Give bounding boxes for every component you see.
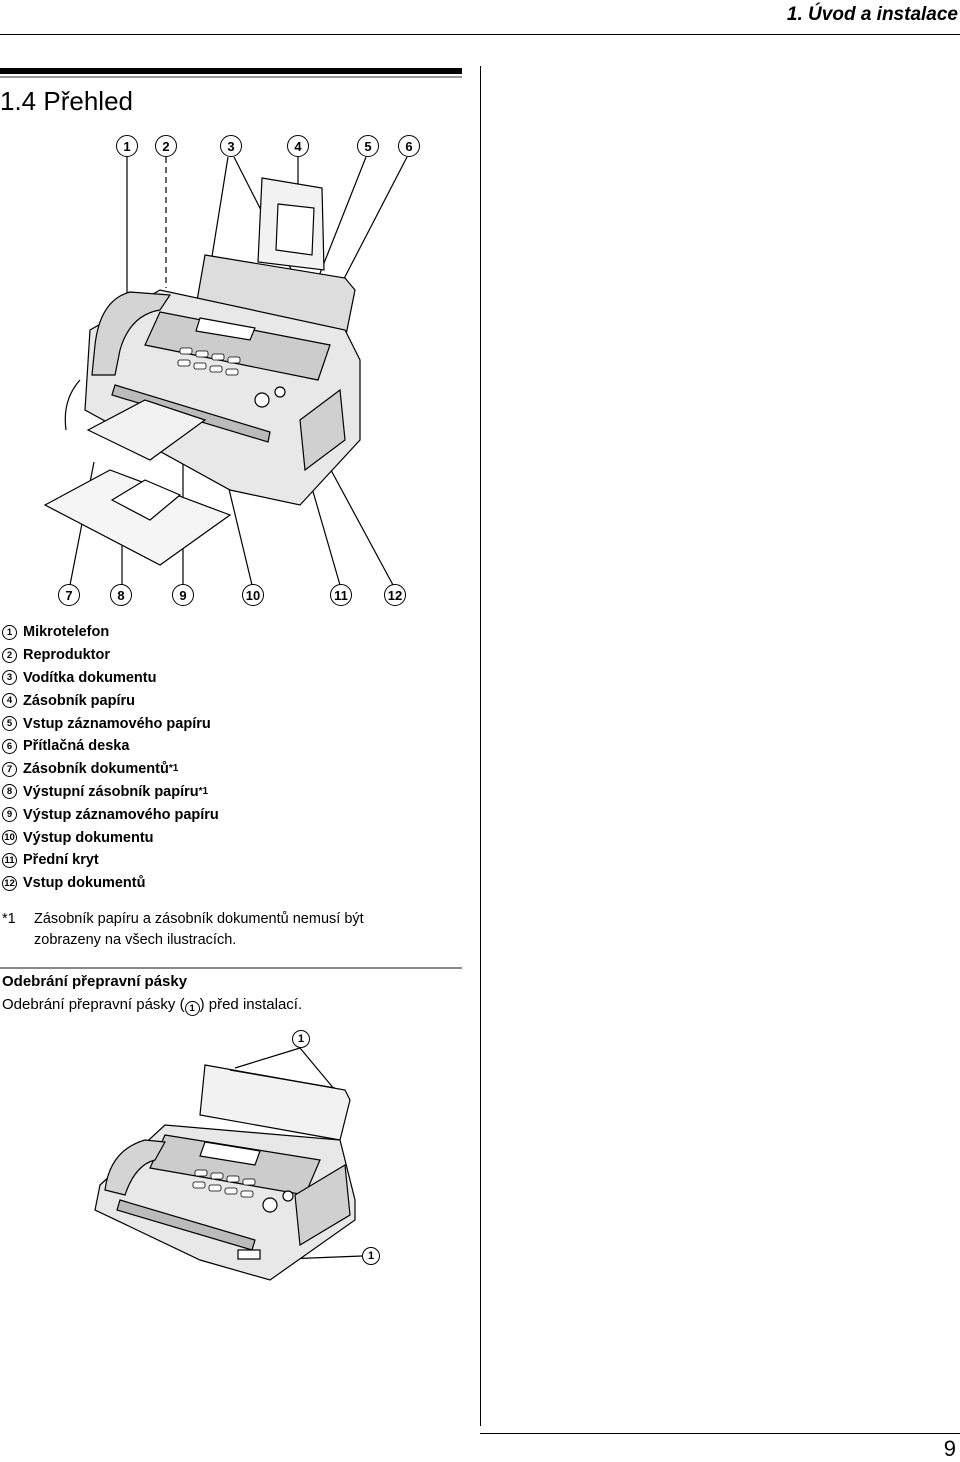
legend-item: 11 Přední kryt (2, 849, 219, 872)
legend-item: 4 Zásobník papíru (2, 689, 219, 712)
callout-10: 10 (242, 584, 264, 606)
legend-label: Reproduktor (23, 647, 110, 664)
legend-number: 6 (2, 738, 17, 754)
legend-number: 2 (2, 647, 17, 663)
callout-8: 8 (110, 584, 132, 606)
legend-label: Vstup dokumentů (23, 875, 146, 892)
legend-item: 10 Výstup dokumentu (2, 826, 219, 849)
fax-machine-tape-illustration (94, 1047, 363, 1281)
callout-12: 12 (384, 584, 406, 606)
legend-number: 7 (2, 761, 17, 777)
callout-11: 11 (330, 584, 352, 606)
legend-item: 12 Vstup dokumentů (2, 872, 219, 895)
callout-tape-top: 1 (292, 1030, 310, 1048)
legend-number: 3 (2, 670, 17, 686)
legend-number: 9 (2, 807, 17, 823)
footnote-line-2: zobrazeny na všech ilustracích. (34, 932, 237, 948)
footnote: *1 Zásobník papíru a zásobník dokumentů … (2, 909, 364, 951)
callout-tape-front: 1 (362, 1247, 380, 1265)
legend-number: 4 (2, 693, 17, 709)
subsection-rule (0, 967, 462, 969)
legend-label: Vodítka dokumentu (23, 669, 157, 686)
legend-label: Vstup záznamového papíru (23, 715, 211, 732)
section-bar (0, 68, 462, 74)
legend-item: 2 Reproduktor (2, 644, 219, 667)
legend-number: 8 (2, 784, 17, 800)
legend-item: 5 Vstup záznamového papíru (2, 712, 219, 735)
legend-item: 9 Výstup záznamového papíru (2, 803, 219, 826)
subsection-title: Odebrání přepravní pásky (2, 973, 188, 990)
legend-number: 10 (2, 830, 17, 846)
chapter-title: 1. Úvod a instalace (786, 4, 958, 25)
legend-label: Zásobník papíru (23, 692, 135, 709)
legend-number: 12 (2, 875, 17, 891)
legend-number: 5 (2, 716, 17, 732)
legend-item: 6 Přítlačná deska (2, 735, 219, 758)
legend-number: 1 (2, 624, 17, 640)
callout-7: 7 (58, 584, 80, 606)
legend-item: 3 Vodítka dokumentu (2, 667, 219, 690)
header-rule (0, 34, 960, 35)
callout-3: 3 (220, 135, 242, 157)
section-title: 1.4 Přehled (0, 86, 133, 116)
legend-label: Výstup záznamového papíru (23, 806, 219, 823)
footer-rule (480, 1433, 960, 1434)
subsection-text: Odebrání přepravní pásky (1) před instal… (2, 996, 302, 1016)
subsection-text-before: Odebrání přepravní pásky ( (2, 996, 185, 1013)
legend-label: Přítlačná deska (23, 738, 130, 755)
legend-item: 1 Mikrotelefon (2, 621, 219, 644)
legend-label: Výstup dokumentu (23, 829, 154, 846)
column-divider (480, 66, 481, 1426)
subsection-ref-number: 1 (184, 1001, 200, 1016)
legend-number: 11 (2, 852, 17, 868)
callout-6: 6 (398, 135, 420, 157)
callout-1: 1 (116, 135, 138, 157)
fax-machine-overview-illustration (43, 156, 408, 586)
footnote-mark: *1 (2, 911, 16, 927)
subsection-text-after: ) před instalací. (199, 996, 303, 1013)
page-number: 9 (943, 1436, 956, 1461)
legend-label: Přední kryt (23, 852, 99, 869)
callout-2: 2 (155, 135, 177, 157)
callout-4: 4 (287, 135, 309, 157)
footnote-line-1: Zásobník papíru a zásobník dokumentů nem… (34, 911, 364, 927)
section-bar-shadow (0, 76, 462, 78)
legend-label: Zásobník dokumentů (23, 761, 169, 778)
legend-list: 1 Mikrotelefon 2 Reproduktor 3 Vodítka doku… (2, 621, 219, 895)
legend-label: Výstupní zásobník papíru (23, 783, 199, 800)
legend-label: Mikrotelefon (23, 624, 110, 641)
callout-5: 5 (357, 135, 379, 157)
